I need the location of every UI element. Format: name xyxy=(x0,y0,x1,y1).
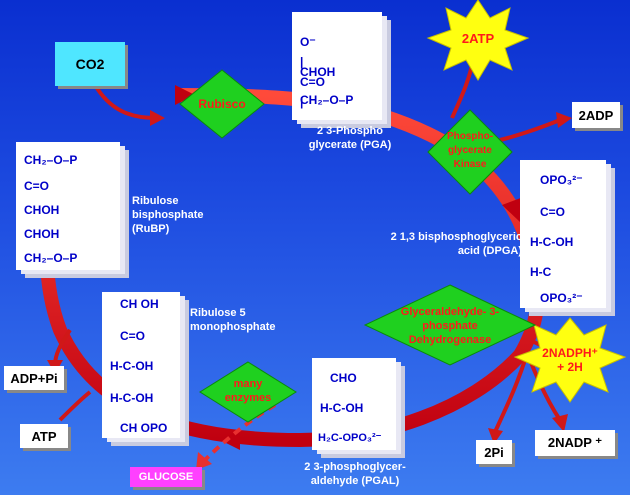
rubp-label: Ribulose bisphosphate (RuBP) xyxy=(132,195,204,235)
enzyme-rubisco-label: Rubisco xyxy=(198,97,246,111)
ru5p-line5: CH OPO xyxy=(120,421,168,435)
rubp-line3: CHOH xyxy=(24,203,60,217)
rubp-line4: CHOH xyxy=(24,227,60,241)
starburst-nadph xyxy=(513,317,627,403)
dpga-card xyxy=(520,160,606,308)
pgal-line1: CHO xyxy=(330,371,357,385)
pgal-label: 2 3-phosphoglycer- aldehyde (PGAL) xyxy=(304,461,406,487)
pi-out-arrow xyxy=(493,359,527,433)
pgal-line2: H-C-OH xyxy=(320,401,364,415)
pga-formula: O⁻ | C=O | xyxy=(300,35,326,109)
pgal-line3: H₂C-OPO₃²⁻ xyxy=(318,432,382,444)
glucose-box: GLUCOSE xyxy=(130,467,202,487)
dpga-line1: OPO₃²⁻ xyxy=(540,173,583,187)
enzyme-kinase-label: Phospho- glycerate Kinase xyxy=(446,131,494,170)
atp-left-arrow xyxy=(58,390,92,422)
co2-box: CO2 xyxy=(55,42,125,86)
pgal-card xyxy=(312,358,396,450)
rubp-card xyxy=(16,142,120,270)
atp2-label: 2ATP xyxy=(461,31,495,46)
diamond-kinase xyxy=(427,109,513,195)
dpga-line2: C=O xyxy=(540,205,566,219)
starburst-atp xyxy=(426,0,530,81)
nadp-out-arrow xyxy=(528,359,562,422)
adp-pi-box: ADP+Pi xyxy=(4,366,64,390)
diamond-dehydrogenase xyxy=(363,284,537,366)
pi2-box: 2Pi xyxy=(476,440,512,464)
pga-line-chohoh: CHOH xyxy=(300,65,336,79)
rubp-line2: C=O xyxy=(24,179,50,193)
dpga-line4: H-C xyxy=(530,265,552,279)
enzyme-dehydrogenase-label: Glyceraldehyde- 3-phosphate Dehydrogenas… xyxy=(400,306,500,346)
diamond-many xyxy=(199,361,297,423)
ru5p-line1: CH OH xyxy=(120,297,159,311)
enzyme-many-label: many enzymes xyxy=(224,378,272,404)
nadp-box: 2NADP ⁺ xyxy=(535,430,615,456)
ru5p-card xyxy=(102,292,180,438)
dpga-line5: OPO₃²⁻ xyxy=(540,291,583,305)
ru5p-line2: C=O xyxy=(120,329,146,343)
ru5p-line3: H-C-OH xyxy=(110,359,154,373)
adp2-box: 2ADP xyxy=(572,102,620,128)
ru5p-line4: H-C-OH xyxy=(110,391,154,405)
pga-label: 2 3-Phospho glycerate (PGA) xyxy=(308,125,392,151)
atp-box: ATP xyxy=(20,424,68,448)
dpga-line3: H-C-OH xyxy=(530,235,574,249)
diamond-rubisco xyxy=(179,69,265,139)
rubp-line1: CH₂–O–P xyxy=(24,153,78,167)
ru5p-label: Ribulose 5 monophosphate xyxy=(190,307,276,333)
pga-line-ch2op: CH₂–O–P xyxy=(300,93,354,107)
pga-card xyxy=(292,12,382,120)
adp-out-arrow xyxy=(499,118,561,142)
glucose-arrow xyxy=(203,403,277,462)
co2-arrow xyxy=(93,83,156,120)
rubp-line5: CH₂–O–P xyxy=(24,251,78,265)
nadph-label: 2NADPH⁺ + 2H xyxy=(542,346,598,374)
dpga-label: 2 1,3 bisphosphoglyceric acid (DPGA) xyxy=(390,231,522,257)
